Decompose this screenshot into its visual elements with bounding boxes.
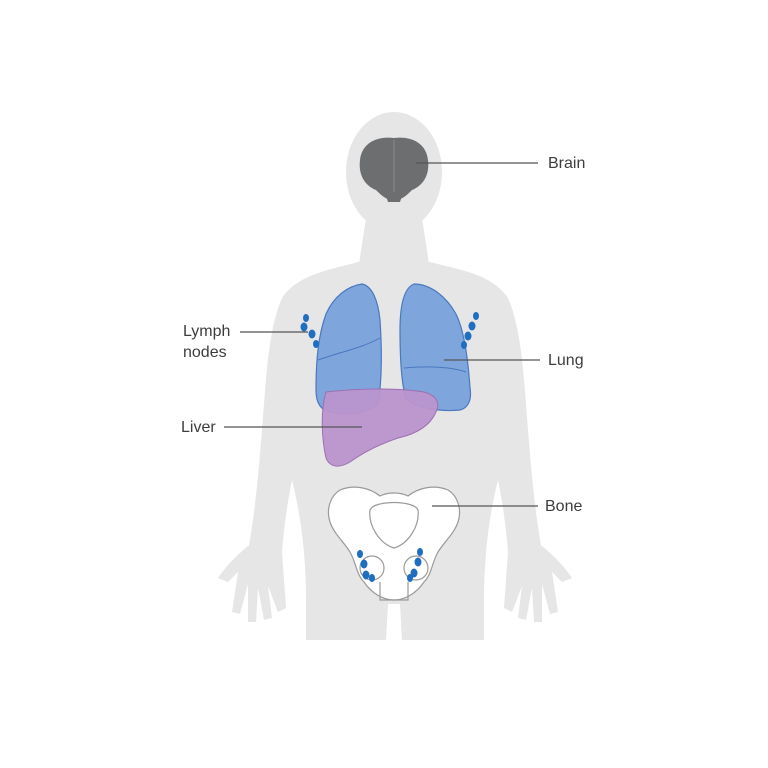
labels: Brain Lymph nodes Lung Liver Bone [181, 155, 585, 515]
sacrum [369, 501, 419, 549]
left-lung-fissure [317, 337, 381, 361]
brain-stem [384, 190, 404, 202]
lungs [315, 283, 472, 415]
left-hand [218, 546, 286, 622]
bone-label: Bone [545, 498, 582, 515]
brain-label: Brain [548, 155, 585, 172]
pubic-arch [379, 582, 409, 601]
lymph-cluster-right-pelvis [407, 548, 423, 582]
brain-organ [359, 137, 429, 202]
lymph-cluster-left-axilla [300, 314, 319, 348]
lymph-nodes-label-line2: nodes [183, 344, 227, 361]
lymph-cluster-left-pelvis [357, 550, 375, 582]
lymph-cluster-right-axilla [461, 312, 479, 349]
right-lung-fissure [403, 366, 467, 373]
lymph-nodes-label-line1: Lymph [183, 323, 230, 340]
leader-lines [224, 162, 540, 507]
lymph-node-clusters [300, 312, 479, 582]
neck [358, 218, 430, 270]
right-lung [399, 283, 472, 412]
liver-organ [321, 388, 439, 467]
right-hand [504, 546, 572, 622]
liver-label: Liver [181, 419, 216, 436]
lung-label: Lung [548, 352, 584, 369]
